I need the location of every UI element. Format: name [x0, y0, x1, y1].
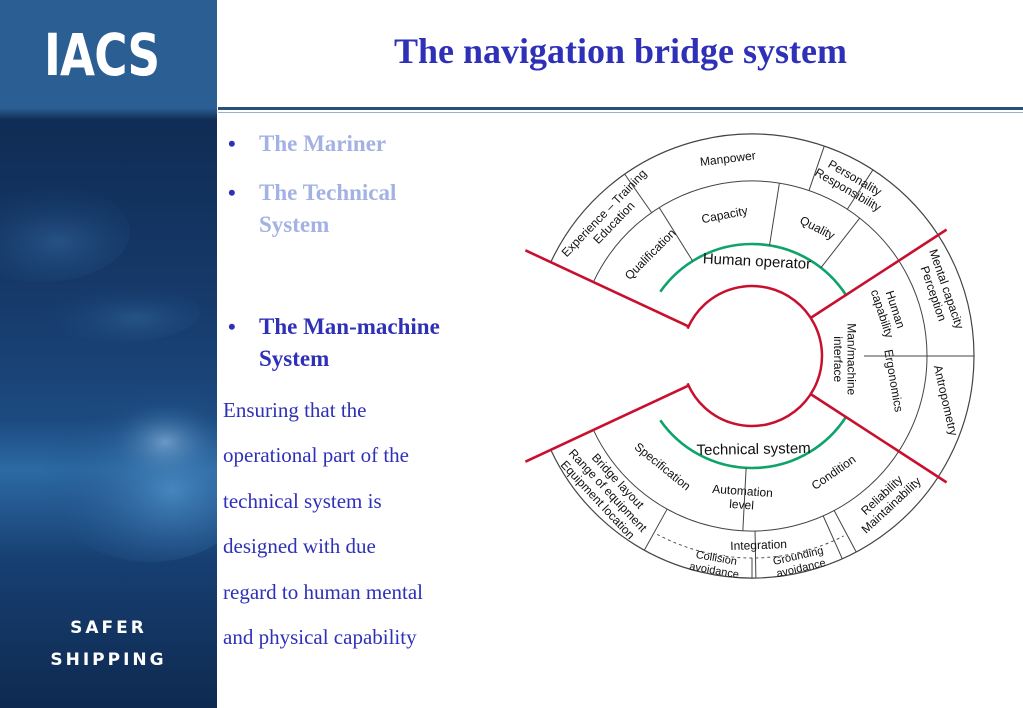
manpower-label-line: Manpower: [699, 148, 756, 169]
paragraph-line: and physical capability: [223, 625, 417, 650]
sector-divider: [833, 510, 857, 553]
iacs-logo: IACS: [44, 21, 160, 89]
bullet-technical-line-2: System: [259, 212, 330, 237]
paragraph-line: designed with due: [223, 534, 376, 559]
title-divider: [218, 107, 1023, 110]
divider-line: [524, 384, 690, 463]
technical-system-label-line: Technical system: [696, 440, 810, 459]
sector-divider: [742, 467, 747, 531]
bullet-technical-system: The Technical System: [259, 177, 396, 241]
paragraph-line: technical system is: [223, 488, 382, 513]
human-operator-label-line: Human operator: [702, 250, 811, 273]
paragraph-line: Ensuring that the: [223, 398, 367, 422]
bullet-mariner: The Mariner: [259, 128, 386, 160]
bullet-dot: •: [228, 180, 236, 205]
integration-label-line: Integration: [730, 537, 787, 553]
sector-divider: [808, 145, 825, 191]
human-operator-ring: [659, 242, 848, 296]
title-divider-thin: [218, 112, 1023, 113]
sector-divider: [846, 169, 874, 210]
sector-divider: [822, 515, 843, 560]
sector-divider: [769, 183, 780, 246]
divider-line: [524, 249, 690, 328]
bullet-dot: •: [228, 131, 236, 156]
automation-level-label-line: Automation: [712, 482, 774, 500]
sector-divider: [820, 217, 861, 269]
paragraph-line: regard to human mental: [223, 579, 424, 604]
automation-level-label-line: level: [729, 497, 755, 513]
tagline-line-2: SHIPPING: [50, 650, 167, 670]
paragraph-line: operational part of the: [223, 443, 410, 468]
bullet-man-machine: The Man-machine System: [259, 311, 440, 375]
core-arc: [686, 284, 824, 428]
sector-divider: [643, 508, 668, 551]
divider-line: [809, 228, 948, 319]
manpower-label: Manpower: [699, 148, 756, 169]
bullet-man-machine-line-1: The Man-machine: [259, 314, 440, 339]
slide-title: The navigation bridge system: [393, 31, 848, 71]
sector-divider: [658, 207, 694, 262]
tagline-line-1: SAFER: [70, 618, 147, 638]
tagline: SAFER SHIPPING: [0, 612, 217, 676]
bullet-mariner-line-1: The Mariner: [259, 131, 387, 156]
diagram-structure: [524, 133, 975, 579]
man-machine-interface-label-line: interface: [831, 336, 845, 382]
description-paragraph: Ensuring that the operational part of th…: [223, 388, 488, 660]
sea-texture-image: [0, 182, 217, 562]
man-machine-interface-label-line: Man/machine: [845, 323, 859, 395]
diagram-disc: [550, 134, 975, 578]
technical-system-label: Technical system: [696, 440, 810, 459]
divider-line: [809, 393, 948, 484]
sector-divider: [754, 530, 757, 578]
bullet-man-machine-line-2: System: [259, 346, 330, 371]
integration-dashed-arc: [656, 533, 844, 559]
bullet-technical-line-1: The Technical: [259, 180, 397, 205]
technical-system-ring: [659, 416, 848, 470]
sidebar-panel: IACS SAFER SHIPPING: [0, 0, 217, 708]
integration-label: Integration: [730, 537, 787, 553]
human-operator-label: Human operator: [702, 250, 811, 273]
bullet-dot: •: [228, 314, 236, 339]
sector-divider: [624, 173, 653, 213]
